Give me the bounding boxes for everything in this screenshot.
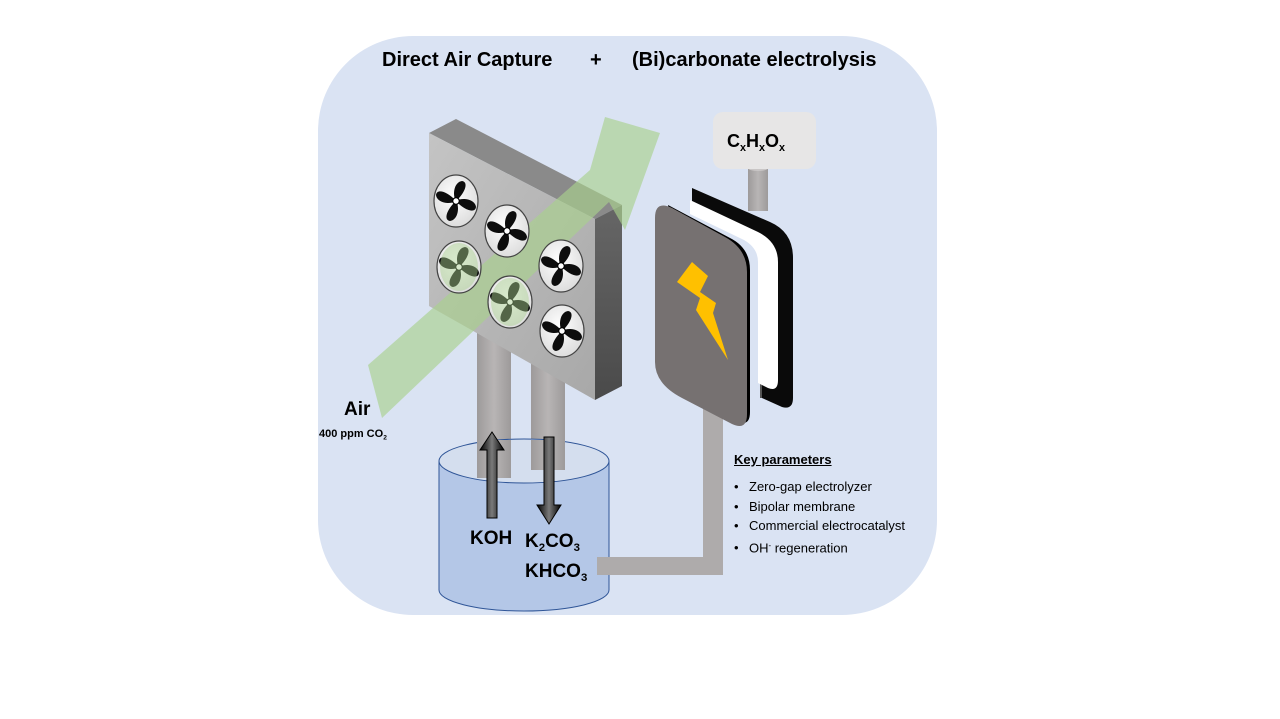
capture-tank (438, 438, 610, 612)
key-parameter-item: OH- regeneration (734, 536, 905, 558)
dac-title: Direct Air Capture (382, 49, 553, 71)
lightning-bolt-icon (677, 262, 728, 360)
product-pipe (748, 166, 768, 211)
electrolyzer (655, 188, 793, 427)
carbonate-label: K2CO3 (525, 531, 580, 554)
key-parameters-list: Zero-gap electrolyzer Bipolar membrane C… (734, 477, 905, 558)
up-arrow-icon (479, 431, 505, 519)
key-parameter-item: Zero-gap electrolyzer (734, 477, 905, 497)
co2-concentration: 400 ppm CO2 (319, 428, 387, 442)
fan-icon (538, 239, 584, 293)
product-formula: CxHxOx (727, 131, 786, 154)
air-flow-arrow (368, 117, 660, 418)
product-box (713, 112, 816, 169)
fan-icon (433, 174, 479, 228)
down-arrow-icon (536, 436, 562, 525)
key-parameter-item: Bipolar membrane (734, 497, 905, 517)
air-label: Air (344, 399, 371, 420)
electrolysis-title: (Bi)carbonate electrolysis (632, 49, 877, 71)
fan-icon (484, 204, 530, 258)
plus-sign: + (590, 49, 602, 71)
bicarbonate-label: KHCO3 (525, 561, 588, 584)
key-parameters-title: Key parameters (734, 452, 832, 467)
koh-label: KOH (470, 528, 513, 549)
key-parameter-item: Commercial electrocatalyst (734, 516, 905, 536)
fan-icon (539, 304, 585, 358)
